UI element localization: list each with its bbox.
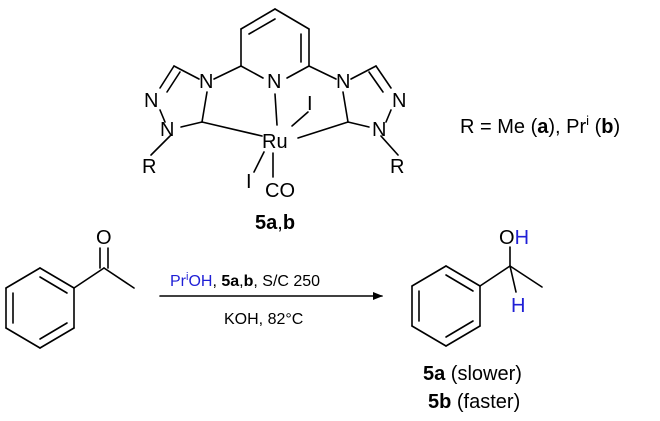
metal-ru: Ru [262, 131, 288, 153]
bond-ru-carbene-left [201, 121, 263, 137]
phenylethanol-product: OH H [411, 227, 543, 347]
iodide-bottom: I [246, 171, 252, 193]
result-5b: 5b (faster) [428, 391, 520, 413]
substituent-definition: R = Me (a), Pri (b) [460, 113, 620, 138]
atom-n-left-top: N [199, 71, 213, 93]
substituent-r-left: R [142, 156, 156, 178]
bond-ru-i-top [291, 111, 309, 127]
bond-ru-carbene-right [297, 121, 349, 139]
product-transferred-hydrogen: H [511, 295, 525, 317]
carbonyl-ligand: CO [265, 180, 295, 202]
atom-o-ketone: O [96, 227, 112, 249]
left-triazolylidene [150, 65, 208, 156]
bond-ru-i-bottom [253, 151, 265, 173]
complex-label: 5a,b [255, 212, 295, 234]
atom-n-pyridine: N [267, 71, 281, 93]
right-triazolylidene [342, 65, 399, 156]
result-5a: 5a (slower) [423, 363, 522, 385]
conditions-above-arrow: PriOH, 5a,b, S/C 250 [170, 271, 320, 290]
iodide-top: I [307, 93, 313, 115]
pyridine-ring [240, 8, 310, 79]
bond-py-left [213, 65, 242, 80]
conditions-below-arrow: KOH, 82°C [224, 311, 303, 328]
bond-ru-npy [274, 93, 278, 126]
atom-n-right-lower: N [372, 119, 386, 141]
acetophenone: O [5, 227, 135, 349]
product-hydroxyl: OH [499, 227, 529, 249]
substituent-r-right: R [390, 156, 404, 178]
atom-n-left-lower: N [160, 119, 174, 141]
atom-n-right-top: N [336, 71, 350, 93]
atom-n-right-ring: N [392, 90, 406, 112]
ruthenium-complex: N N N N N N N R R Ru I I CO 5a,b [142, 8, 406, 234]
atom-n-left-ring: N [144, 90, 158, 112]
benzene-ring-left [5, 267, 75, 349]
benzene-ring-right [411, 265, 481, 347]
bond-py-right [308, 65, 337, 80]
